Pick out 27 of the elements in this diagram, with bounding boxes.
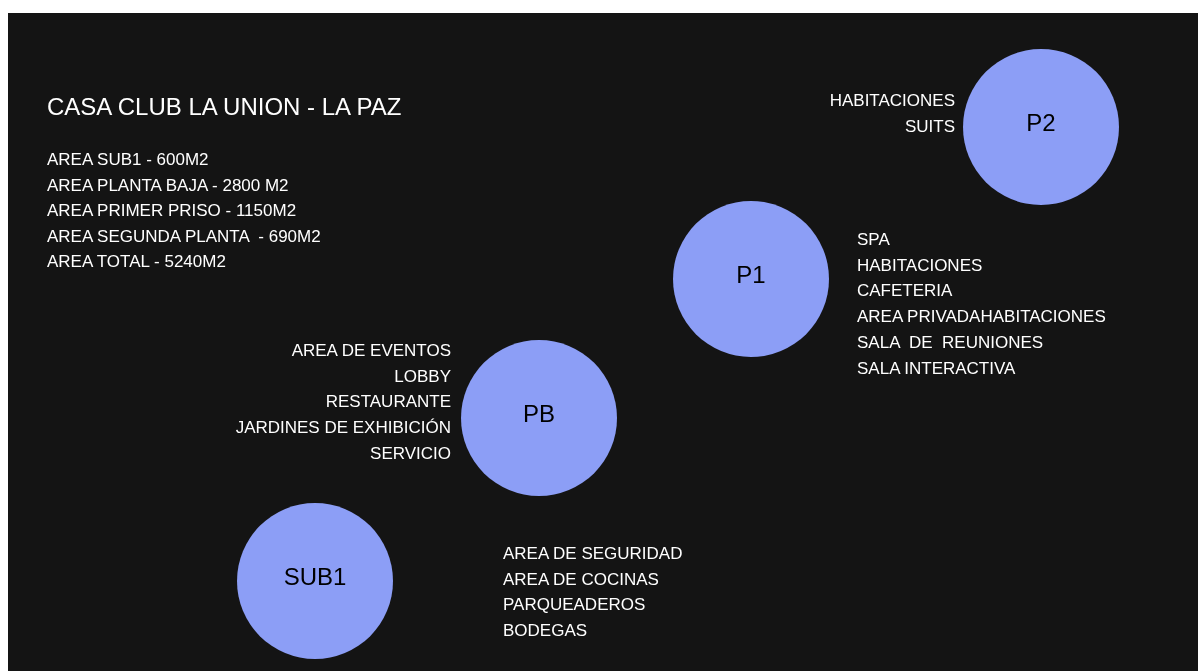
floor-label: P2 [1026,109,1056,137]
room-list-item: SUITS [904,115,955,138]
room-list-item: HABITACIONES [829,90,955,112]
area-note: AREA PRIMER PRISO - 1150M2 [47,200,297,223]
room-list-item: RESTAURANTE [325,391,451,414]
floor-label: PB [523,400,555,428]
area-note: AREA SEGUNDA PLANTA - 690M2 [47,225,321,248]
area-note: AREA TOTAL - 5240M2 [47,251,226,274]
room-list-item: SALA INTERACTIVA [857,357,1016,380]
room-list-item: SPA [857,229,890,251]
room-list-item: CAFETERIA [857,280,953,303]
room-list-item: HABITACIONES [857,254,983,277]
floor-label: SUB1 [283,563,347,591]
floor-label: P1 [736,261,766,289]
room-list-item: AREA DE EVENTOS [291,340,451,362]
area-note: AREA SUB1 - 600M2 [47,149,209,171]
room-list-item: SERVICIO [370,442,451,465]
room-list-item: AREA DE COCINAS [503,568,659,591]
title: CASA CLUB LA UNION - LA PAZ [47,92,402,122]
room-list-item: JARDINES DE EXHIBICIÓN [235,417,451,440]
room-list-item: AREA DE SEGURIDAD [503,543,683,565]
room-list-item: AREA PRIVADAHABITACIONES [857,306,1106,329]
area-note: AREA PLANTA BAJA - 2800 M2 [47,174,289,197]
room-list-item: SALA DE REUNIONES [857,331,1044,354]
room-list-item: BODEGAS [503,620,588,643]
room-list-item: PARQUEADEROS [503,594,646,617]
room-list-item: LOBBY [394,365,451,388]
